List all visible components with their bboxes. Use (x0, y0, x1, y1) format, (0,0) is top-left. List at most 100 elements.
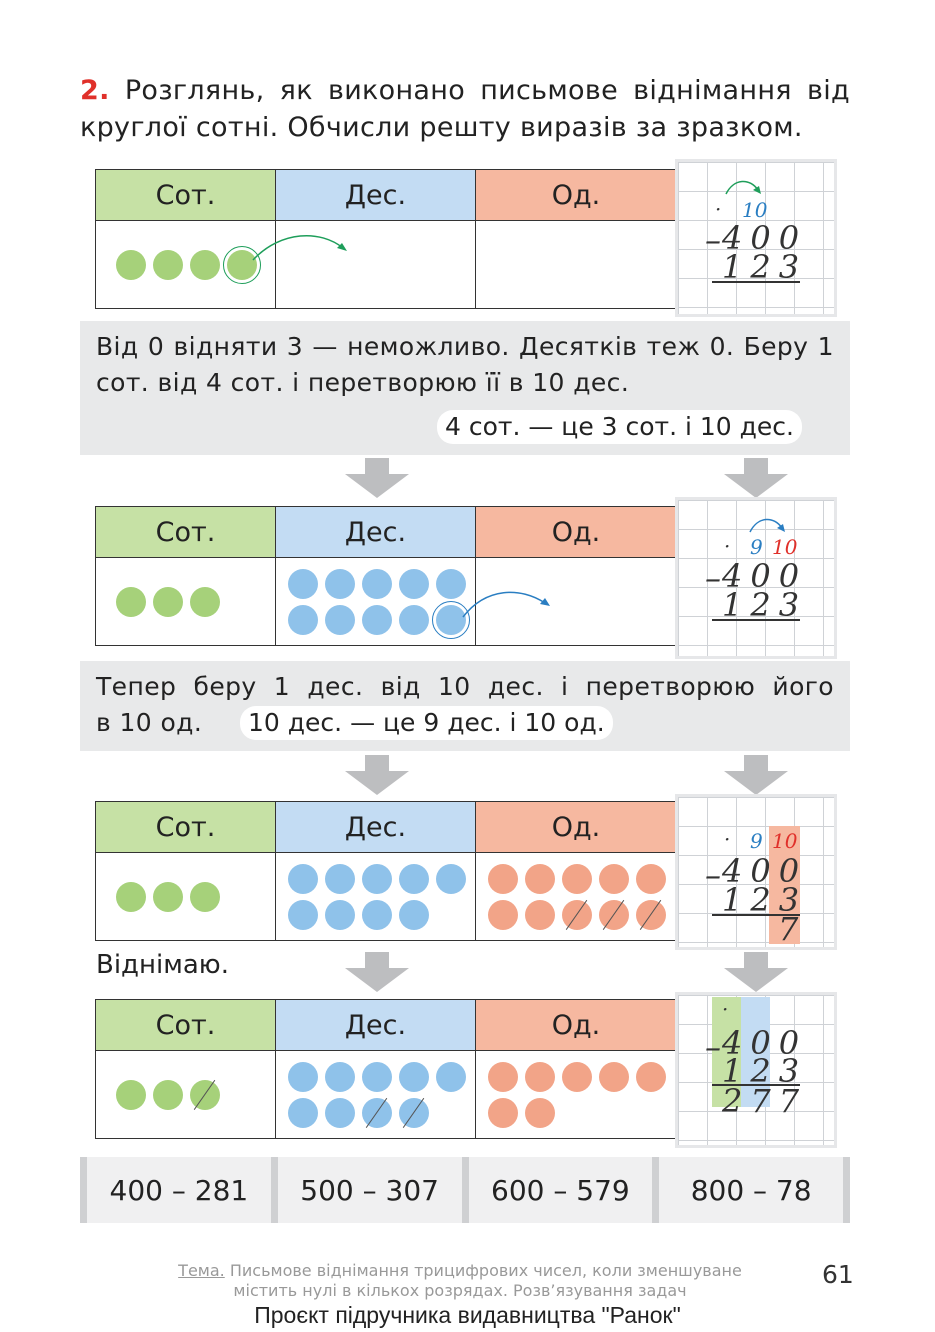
ones-counter (525, 864, 555, 894)
topic-text: Письмове віднімання трицифрових чисел, к… (229, 1261, 742, 1300)
minuend: 400 (722, 219, 808, 257)
ones-counter (636, 1062, 666, 1092)
task-number: 2. (80, 75, 110, 106)
down-arrow (345, 952, 409, 992)
header-tens: Дес. (276, 802, 476, 852)
notebook-grid-step-2: · 9 10 – 400 123 (678, 500, 834, 656)
result-ones: 7 (778, 910, 799, 948)
ones-counter (488, 1062, 518, 1092)
ones-counter (599, 1062, 629, 1092)
ones-counter-crossed (562, 900, 592, 930)
tens-counter-crossed (362, 1098, 392, 1128)
hundreds-counter (153, 1080, 183, 1110)
header-hundreds: Сот. (96, 802, 276, 852)
tens-counter (325, 900, 355, 930)
subtrahend: 123 (722, 586, 808, 624)
step-caption: Віднімаю. (96, 950, 229, 980)
explanation-line-1: Тепер беру 1 дес. від 10 дес. і перетвор… (96, 672, 834, 701)
tens-counter (288, 900, 318, 930)
hundreds-counter (116, 1080, 146, 1110)
ones-counter-crossed (599, 900, 629, 930)
tens-counter (325, 1062, 355, 1092)
hundreds-counter (190, 882, 220, 912)
exchange-ring (432, 601, 470, 639)
subtrahend: 123 (722, 248, 808, 286)
ones-counter (599, 864, 629, 894)
tens-counter (288, 569, 318, 599)
ones-counter (562, 864, 592, 894)
hundreds-counter-crossed (190, 1080, 220, 1110)
place-value-table-step-4: Сот. Дес. Од. (95, 999, 678, 1139)
tens-counter (288, 1062, 318, 1092)
notebook-grid-step-4: · – 400 123 277 (678, 995, 834, 1145)
ones-counter (488, 900, 518, 930)
tens-counter (325, 1098, 355, 1128)
tens-counter (436, 864, 466, 894)
exercise-2[interactable]: 500 – 307 (270, 1157, 462, 1223)
tens-counter (325, 864, 355, 894)
task-statement: 2. Розглянь, як виконано письмове віднім… (80, 72, 850, 146)
hundreds-counter (116, 250, 146, 280)
header-hundreds: Сот. (96, 170, 276, 220)
carry-tens: 9 (750, 535, 763, 559)
result: 277 (722, 1082, 808, 1120)
hundreds-counter (153, 250, 183, 280)
header-hundreds: Сот. (96, 507, 276, 557)
ones-counter (562, 1062, 592, 1092)
header-hundreds: Сот. (96, 1000, 276, 1050)
tens-counter (288, 605, 318, 635)
hundreds-counter (153, 587, 183, 617)
exchange-arrow (462, 591, 550, 618)
tens-counter (325, 605, 355, 635)
page-number: 61 (822, 1260, 854, 1289)
hundreds-counter (190, 250, 220, 280)
tens-column-highlight (741, 997, 770, 1107)
tens-counter (436, 1062, 466, 1092)
tens-counter (362, 900, 392, 930)
carry-tens: 9 (750, 829, 763, 853)
header-ones: Од. (476, 170, 676, 220)
tens-counter (362, 569, 392, 599)
header-ones: Од. (476, 507, 676, 557)
hundreds-counter (190, 587, 220, 617)
subtrahend: 123 (722, 881, 808, 919)
down-arrow (724, 458, 788, 498)
task-text: Розглянь, як виконано письмове відніманн… (80, 75, 850, 143)
header-tens: Дес. (276, 170, 476, 220)
carry-ones: 10 (772, 829, 798, 853)
tens-counter (288, 864, 318, 894)
tens-counter (362, 1062, 392, 1092)
exercise-3[interactable]: 600 – 579 (461, 1157, 653, 1223)
ones-counter (488, 864, 518, 894)
header-tens: Дес. (276, 507, 476, 557)
exercise-1[interactable]: 400 – 281 (80, 1157, 271, 1223)
tens-counter (325, 569, 355, 599)
tens-counter (399, 900, 429, 930)
explanation-line-2: в 10 од. (96, 708, 203, 737)
tens-counter (436, 569, 466, 599)
down-arrow (724, 755, 788, 795)
exercise-4[interactable]: 800 – 78 (652, 1157, 843, 1223)
exercise-strip: 400 – 281 500 – 307 600 – 579 800 – 78 (80, 1157, 850, 1223)
carry-tens: 10 (742, 198, 768, 222)
topic-label: Тема. (178, 1261, 225, 1280)
tens-counter-crossed (399, 1098, 429, 1128)
notebook-grid-step-1: · 10 – 400 123 (678, 162, 834, 314)
minuend: 400 (722, 557, 808, 595)
tens-counter (399, 1062, 429, 1092)
tens-counter (399, 864, 429, 894)
topic-footer: Тема. Письмове віднімання трицифрових чи… (160, 1261, 760, 1301)
minuend: 400 (722, 1024, 808, 1062)
header-ones: Од. (476, 802, 676, 852)
tens-counter (362, 605, 392, 635)
ones-column-highlight (769, 826, 800, 944)
down-arrow (345, 755, 409, 795)
explanation-text: Від 0 відняти 3 — неможливо. Десятків те… (96, 332, 834, 397)
notebook-grid-step-3: · 9 10 – 400 123 7 (678, 797, 834, 947)
down-arrow (345, 458, 409, 498)
exchange-arrow (252, 234, 347, 261)
tens-counter (288, 1098, 318, 1128)
tens-counter (399, 605, 429, 635)
minuend: 400 (722, 852, 808, 890)
hundreds-column-highlight (712, 997, 741, 1107)
